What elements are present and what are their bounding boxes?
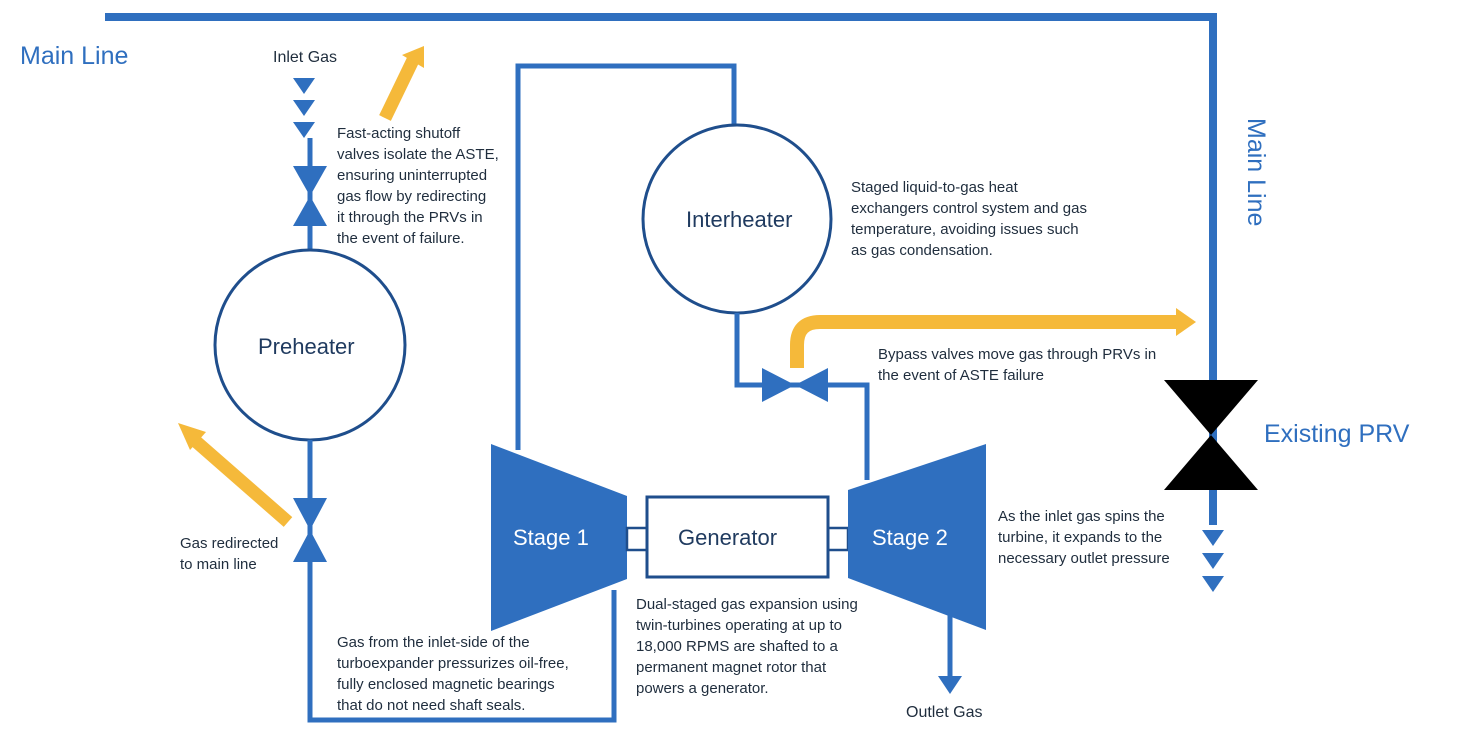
generator-label: Generator [678,525,777,550]
main-line-redirect-arrow-shaft [187,433,293,527]
bypass-arrow-path [790,315,1178,368]
outlet-gas-label: Outlet Gas [906,704,982,721]
main-line-outlet-arrow-1 [1202,530,1224,546]
bypass-arrow-head [1176,308,1196,336]
shutoff-valve-lower [293,196,327,226]
preheater-label: Preheater [258,334,355,359]
redirect-valve [293,498,327,530]
shaft-right [826,526,850,552]
shutoff-note: Fast-acting shutoff valves isolate the A… [337,125,503,247]
inlet-arrow-1 [293,78,315,94]
heat-exchanger-note: Staged liquid-to-gas heat exchangers con… [851,179,1091,259]
main-line-outlet-arrow-3 [1202,576,1224,592]
shutoff-valve [293,166,327,196]
bypass-valve-right [795,368,828,402]
main-line-redirect-arrow-head [178,423,206,450]
main-line-outlet-arrow-2 [1202,553,1224,569]
inlet-redirect-arrow-head [402,46,424,68]
bearings-note: Gas from the inlet-side of the turboexpa… [337,634,573,714]
bypass-valve [762,368,795,402]
inlet-gas-label: Inlet Gas [273,49,337,66]
stage2-label: Stage 2 [872,525,948,550]
inlet-arrow-3 [293,122,315,138]
preheater-outlet-pipe [307,440,617,723]
main-line-label-right: Main Line [1242,118,1270,226]
dual-staged-note: Dual-staged gas expansion using twin-tur… [636,596,862,697]
redirected-note: Gas redirected to main line [180,535,283,573]
interheater-label: Interheater [686,207,792,232]
generator-box [645,495,830,579]
spin-note: As the inlet gas spins the turbine, it e… [998,508,1170,567]
redirect-valve-lower [293,530,327,562]
stage1-turbine [491,444,627,631]
stage2-turbine [848,444,986,630]
existing-prv-valve [1164,380,1258,490]
stage1-to-interheater-pipe [515,63,737,450]
shaft-left [625,526,649,552]
existing-prv-label: Existing PRV [1264,420,1410,448]
bypass-note: Bypass valves move gas through PRVs in t… [878,346,1160,384]
main-line-pipe [105,13,1217,525]
inlet-arrow-2 [293,100,315,116]
outlet-arrow [938,676,962,694]
stage1-label: Stage 1 [513,525,589,550]
main-line-label-top: Main Line [20,42,128,70]
inlet-redirect-arrow-shaft [379,55,420,121]
